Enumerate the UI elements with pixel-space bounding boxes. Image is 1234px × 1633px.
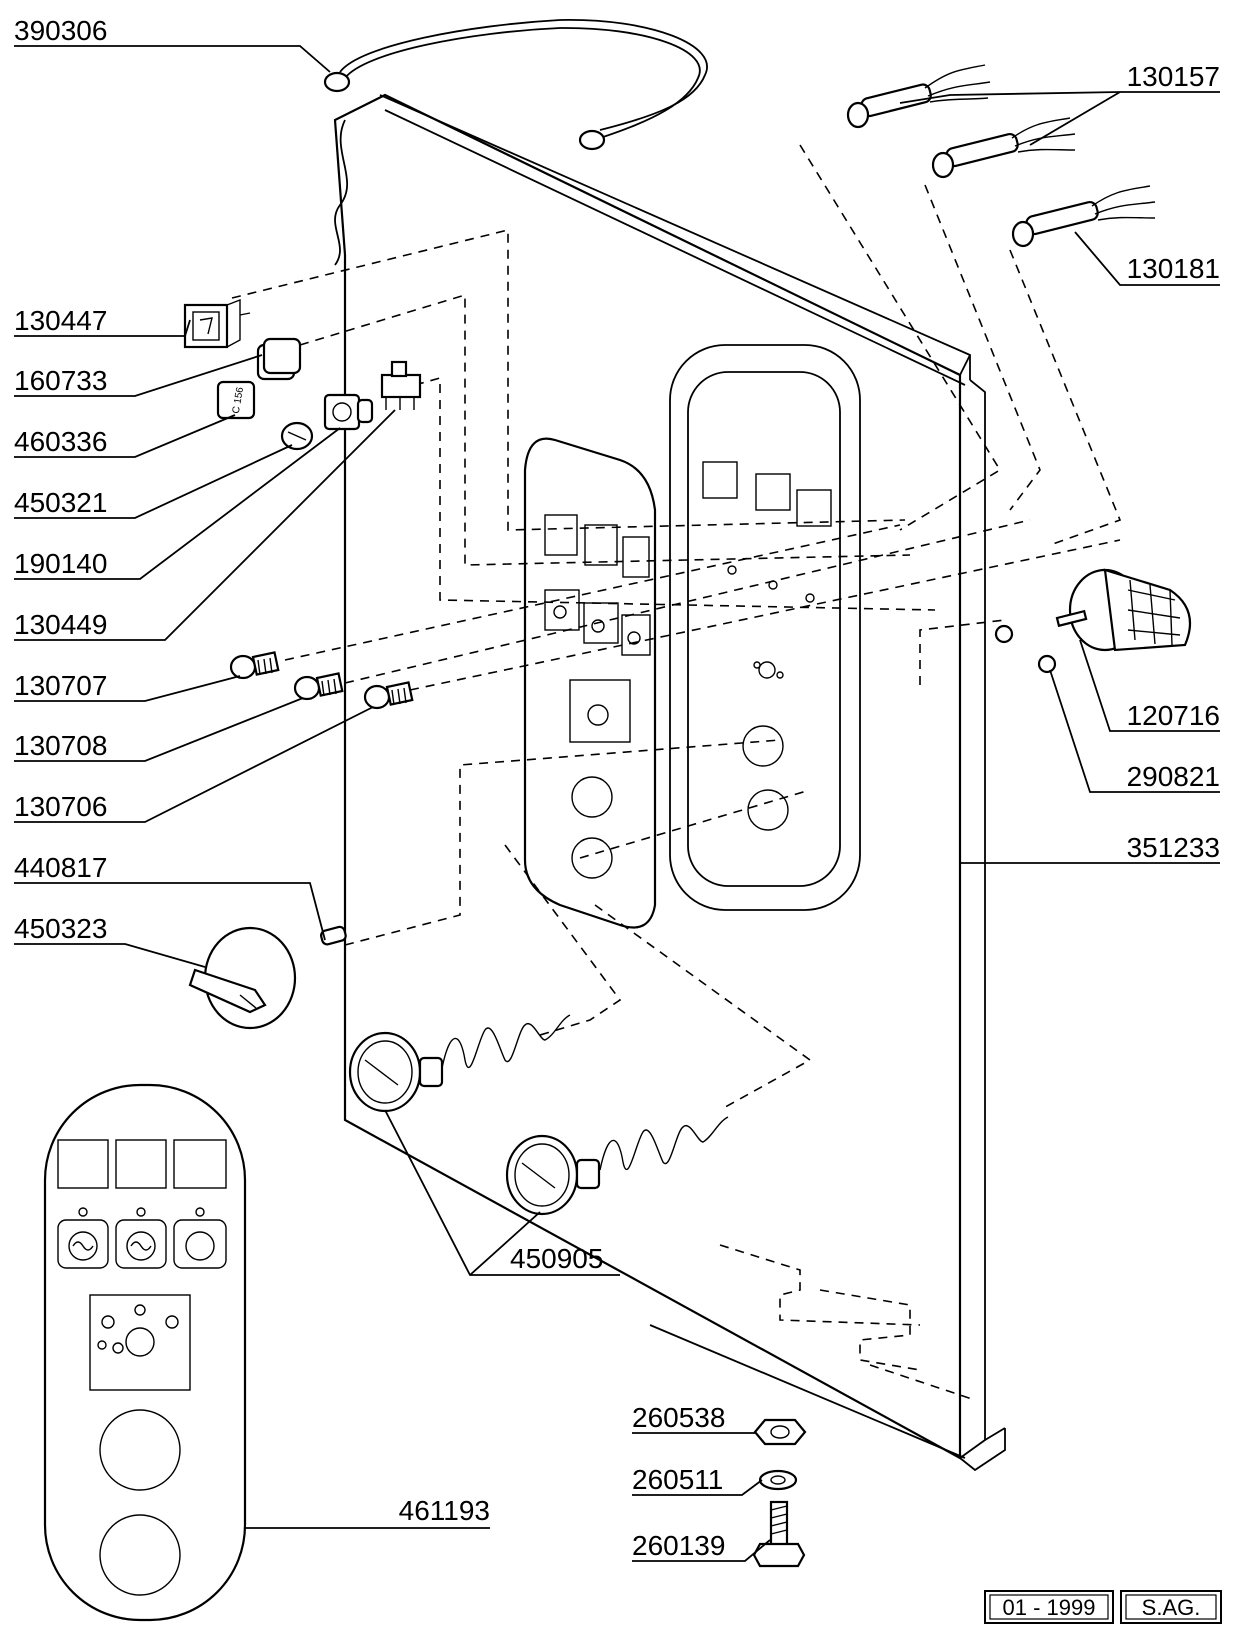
callout-130707: 130707 xyxy=(14,670,107,701)
callout-450321: 450321 xyxy=(14,487,107,518)
indicator-holder-190140 xyxy=(323,393,374,431)
label-460336-marking: C 156 xyxy=(231,386,247,415)
callout-260511: 260511 xyxy=(632,1464,723,1495)
callout-440817: 440817 xyxy=(14,852,107,883)
callout-190140: 190140 xyxy=(14,548,107,579)
lamp-holder-1 xyxy=(846,64,991,129)
thermometer-450905-a xyxy=(348,1014,571,1113)
stamp-code: S.AG. xyxy=(1142,1595,1201,1620)
callout-290821: 290821 xyxy=(1127,761,1220,792)
micro-switch-130449 xyxy=(380,360,422,410)
indicator-lamp-130706 xyxy=(363,681,414,710)
rotary-switch-120716 xyxy=(1055,568,1192,652)
callout-130447: 130447 xyxy=(14,305,107,336)
knob-450323 xyxy=(188,926,297,1030)
front-overlay-plate xyxy=(523,437,657,929)
callout-450905: 450905 xyxy=(510,1243,603,1274)
callout-120716: 120716 xyxy=(1127,700,1220,731)
bolt-260139 xyxy=(752,1500,806,1568)
callout-130708: 130708 xyxy=(14,730,107,761)
callout-461193: 461193 xyxy=(399,1495,490,1526)
washer-260511 xyxy=(758,1469,798,1491)
callout-450323: 450323 xyxy=(14,913,107,944)
switch-130447 xyxy=(183,298,251,349)
panel-cutout-frame xyxy=(669,344,861,911)
revision-stamp: 01 - 1999 S.AG. xyxy=(984,1590,1222,1624)
lamp-holder-3 xyxy=(1011,185,1156,248)
callout-130157: 130157 xyxy=(1127,61,1220,92)
front-overlay-461193 xyxy=(43,1083,247,1622)
stamp-date: 01 - 1999 xyxy=(1003,1595,1096,1620)
callout-460336: 460336 xyxy=(14,426,107,457)
pin-440817 xyxy=(320,925,347,946)
callout-390306: 390306 xyxy=(14,15,107,46)
callout-260139: 260139 xyxy=(632,1530,725,1561)
knob-cap-450321 xyxy=(280,421,314,451)
callout-130181: 130181 xyxy=(1127,253,1220,284)
callout-130449: 130449 xyxy=(14,609,107,640)
lamp-holder-2 xyxy=(931,117,1076,179)
callout-260538: 260538 xyxy=(632,1402,725,1433)
callout-351233: 351233 xyxy=(1127,832,1220,863)
callout-130706: 130706 xyxy=(14,791,107,822)
indicator-lamp-130708 xyxy=(293,672,344,701)
earth-wire-390306 xyxy=(323,19,708,151)
spacer-290821 xyxy=(994,624,1057,674)
cap-160733 xyxy=(256,337,302,381)
nut-260538 xyxy=(753,1418,807,1446)
assembly-lines xyxy=(231,144,1122,1401)
thermometer-450905-b xyxy=(505,1116,729,1216)
indicator-lamp-130707 xyxy=(229,651,280,680)
label-460336: C 156 xyxy=(216,380,256,420)
callout-leaders xyxy=(14,45,1220,1562)
callout-160733: 160733 xyxy=(14,365,107,396)
callout-numbers: 390306 130157 130181 130447 160733 46033… xyxy=(14,15,1220,1561)
